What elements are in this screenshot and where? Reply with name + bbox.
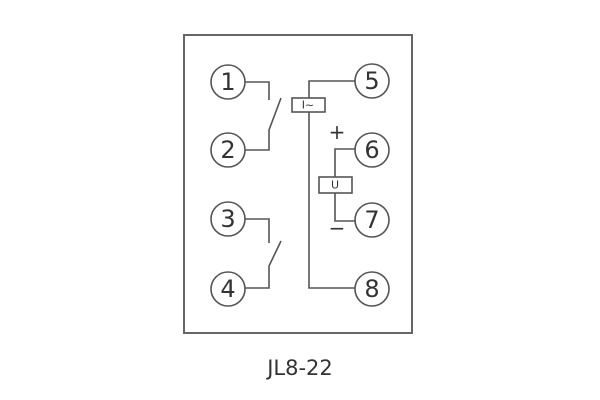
terminal-6: 6	[354, 132, 390, 168]
terminal-7: 7	[354, 202, 390, 238]
current-coil-circuit: I~	[291, 80, 355, 289]
svg-text:7: 7	[364, 206, 379, 234]
terminal-3: 3	[210, 201, 246, 237]
model-title: JL8-22	[267, 356, 333, 380]
svg-text:3: 3	[220, 205, 235, 233]
terminal-5: 5	[354, 63, 390, 99]
minus-sign: −	[329, 216, 346, 240]
terminal-8: 8	[354, 271, 390, 307]
svg-text:8: 8	[364, 275, 379, 303]
current-coil-box	[291, 97, 326, 113]
svg-text:6: 6	[364, 136, 379, 164]
svg-text:2: 2	[220, 136, 235, 164]
plus-sign: +	[329, 120, 346, 144]
current-coil-label: I~	[302, 99, 314, 112]
voltage-coil-circuit: U + −	[318, 120, 355, 240]
terminal-2: 2	[210, 132, 246, 168]
terminal-1: 1	[210, 64, 246, 100]
contact-3-4	[245, 218, 282, 289]
contact-1-2	[245, 81, 282, 151]
terminal-4: 4	[210, 271, 246, 307]
relay-outline	[183, 34, 413, 334]
voltage-coil-box	[318, 176, 353, 194]
svg-text:1: 1	[220, 68, 235, 96]
voltage-coil-label: U	[331, 179, 339, 192]
svg-text:4: 4	[220, 275, 235, 303]
svg-text:5: 5	[364, 67, 379, 95]
